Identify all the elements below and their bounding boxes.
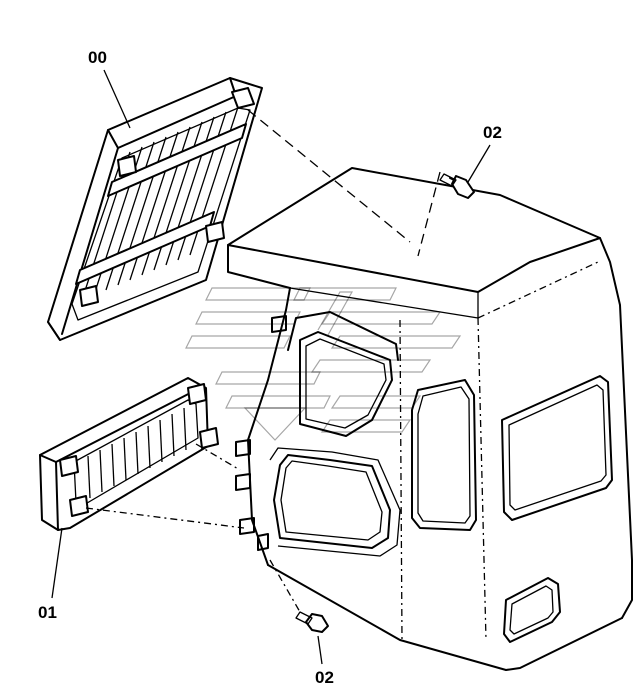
door-window <box>269 447 401 557</box>
label-part-02-bottom: 02 <box>315 668 334 687</box>
side-window-middle <box>411 379 477 531</box>
part-00-filter-frame <box>47 77 263 341</box>
leader-lines <box>51 69 491 665</box>
bolt-top <box>439 173 475 199</box>
label-part-00: 00 <box>88 48 107 67</box>
rear-handle <box>503 577 561 643</box>
side-window-rear <box>501 375 613 521</box>
label-part-02-top: 02 <box>483 123 502 142</box>
watermark-logo <box>185 287 462 441</box>
assembly-guide-lines <box>85 109 441 613</box>
label-part-01: 01 <box>38 603 57 622</box>
hinge-tabs <box>235 315 287 551</box>
part-01-filter-frame <box>39 377 219 531</box>
front-window <box>287 311 399 437</box>
bolt-bottom <box>295 611 329 633</box>
cab-body <box>227 167 633 671</box>
